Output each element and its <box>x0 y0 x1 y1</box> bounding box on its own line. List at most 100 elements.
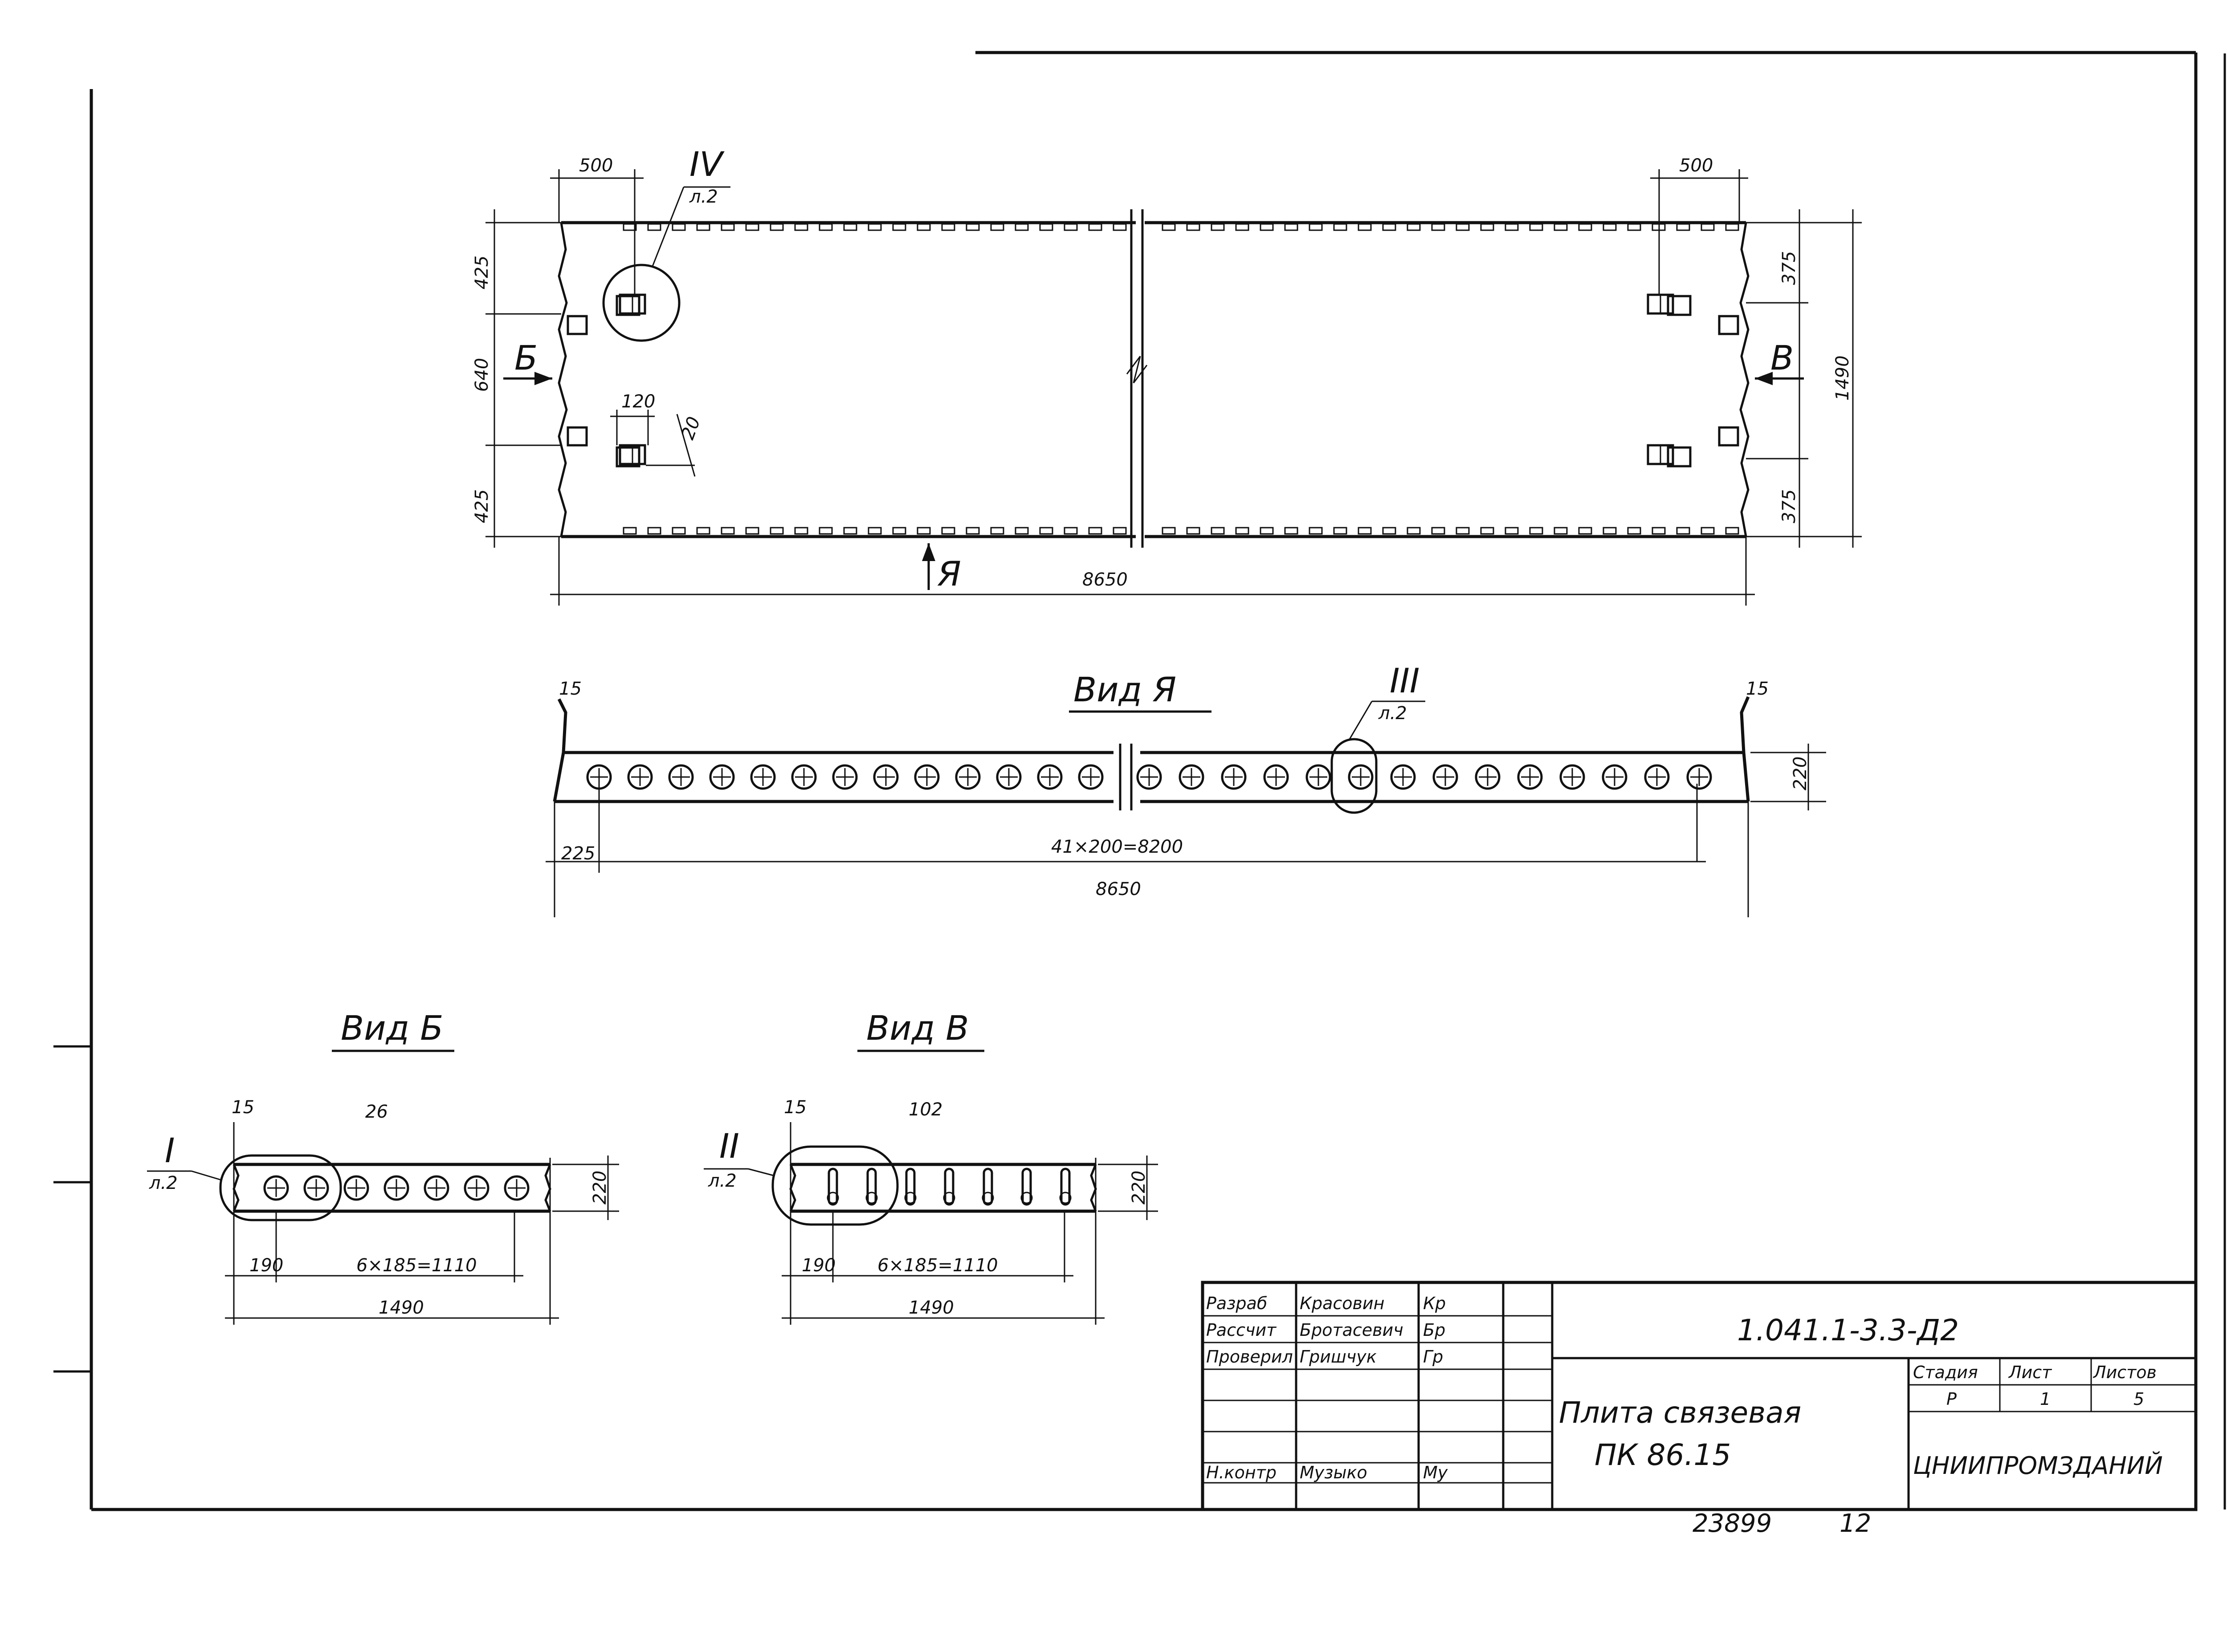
shear-key <box>1505 527 1519 535</box>
shear-key <box>1211 527 1225 535</box>
shear-key <box>1309 527 1323 535</box>
hole <box>1686 764 1712 790</box>
dim-220: 220 <box>590 1171 610 1204</box>
dim-left-425-bottom: 425 <box>472 489 492 523</box>
hole <box>464 1175 489 1201</box>
shear-key <box>1235 223 1249 231</box>
product-name-line2: ПК 86.15 <box>1595 1438 1731 1472</box>
shear-key <box>1162 527 1176 535</box>
shear-key <box>1309 223 1323 231</box>
tb-name-1: Бротасевич <box>1300 1320 1403 1340</box>
dim-spacing: 6×185=1110 <box>877 1255 998 1276</box>
shear-key <box>1186 223 1200 231</box>
shear-key <box>1480 223 1494 231</box>
hole <box>943 1168 955 1206</box>
sheets-label: Листов <box>2092 1363 2157 1382</box>
tb-role-6: Н.контр <box>1206 1463 1277 1482</box>
stage-label: Стадия <box>1913 1363 1978 1382</box>
hole <box>263 1175 289 1201</box>
detail-callout-circle <box>602 264 681 342</box>
shear-key <box>770 527 784 535</box>
shear-key <box>721 527 735 535</box>
shear-key <box>672 527 686 535</box>
shear-key <box>1064 527 1078 535</box>
tb-sign-2: Гр <box>1423 1347 1443 1367</box>
hole <box>424 1175 449 1201</box>
shear-key <box>1652 527 1666 535</box>
tb-sign-6: Му <box>1423 1463 1448 1482</box>
tb-name-0: Красовин <box>1300 1294 1384 1313</box>
hole <box>1037 764 1063 790</box>
shear-key <box>1382 223 1396 231</box>
shear-key <box>696 223 710 231</box>
shear-key <box>1701 223 1715 231</box>
view-v-holes <box>827 1168 1072 1206</box>
shear-key <box>990 527 1004 535</box>
hole <box>1136 764 1162 790</box>
page-number: 12 <box>1840 1509 1871 1538</box>
shear-key <box>1358 527 1372 535</box>
sheet-label: Лист <box>2008 1363 2052 1382</box>
shear-key <box>843 223 857 231</box>
shear-key <box>1284 223 1298 231</box>
shear-key <box>1676 223 1690 231</box>
shear-key <box>1529 527 1543 535</box>
dim-15-left: 15 <box>559 679 582 699</box>
tb-sign-0: Кр <box>1423 1294 1446 1313</box>
view-arrow-v: В <box>1755 338 1804 385</box>
shear-key <box>819 223 833 231</box>
hole <box>1020 1168 1033 1206</box>
hole <box>914 764 940 790</box>
title-block: Разраб Красовин Кр Рассчит Бротасевич Бр… <box>1201 1281 2198 1511</box>
shear-key <box>1333 527 1347 535</box>
dim-total: 1490 <box>379 1298 424 1318</box>
dim-15-right: 15 <box>1746 679 1769 699</box>
doc-code: 1.041.1-3.3-Д2 <box>1737 1313 1959 1347</box>
arrow-v-label: В <box>1770 338 1794 378</box>
hole <box>1390 764 1416 790</box>
view-b: Вид Б I л.2 15 26 190 6×185=1110 1490 22… <box>147 1008 619 1325</box>
tb-name-6: Музыко <box>1300 1463 1367 1482</box>
shear-key <box>1333 223 1347 231</box>
shear-keys-bottom <box>623 527 1739 535</box>
view-b-title: Вид Б <box>341 1008 443 1048</box>
view-v: Вид В II л.2 15 102 190 6×185=1110 1490 … <box>704 1008 1158 1325</box>
embedded-part <box>619 444 646 465</box>
hole <box>873 764 899 790</box>
tb-role-1: Рассчит <box>1206 1320 1277 1340</box>
arrow-a-label: Я <box>937 554 961 594</box>
hole <box>383 1175 409 1201</box>
hole <box>832 764 858 790</box>
dim-total: 8650 <box>1096 879 1141 899</box>
shear-key <box>1456 223 1470 231</box>
shear-key <box>917 527 931 535</box>
dim-right-500: 500 <box>1679 155 1713 176</box>
hole <box>996 764 1022 790</box>
shear-key <box>1505 223 1519 231</box>
shear-key <box>1064 223 1078 231</box>
hole <box>1559 764 1585 790</box>
dim-spacing: 41×200=8200 <box>1051 837 1183 857</box>
lifting-loop <box>616 446 640 468</box>
callout-i-sheet: л.2 <box>149 1173 178 1193</box>
dim-right-1490: 1490 <box>1832 355 1853 401</box>
shear-key <box>623 527 637 535</box>
dim-26: 26 <box>365 1102 388 1122</box>
shear-key <box>1480 527 1494 535</box>
hole <box>982 1168 994 1206</box>
lifting-loop <box>1667 295 1692 316</box>
hole <box>1602 764 1627 790</box>
embedded-part <box>1647 444 1674 465</box>
view-arrow-a: Я <box>922 543 961 594</box>
shear-key <box>1186 527 1200 535</box>
callout-i-roman: I <box>165 1131 175 1170</box>
hole <box>1263 764 1289 790</box>
shear-key <box>1211 223 1225 231</box>
shear-key <box>794 527 808 535</box>
shear-key <box>1456 527 1470 535</box>
dim-left-425-top: 425 <box>472 256 492 289</box>
dim-loop-20: 20 <box>677 414 705 443</box>
shear-key <box>941 527 955 535</box>
sheet-value: 1 <box>2040 1389 2051 1409</box>
